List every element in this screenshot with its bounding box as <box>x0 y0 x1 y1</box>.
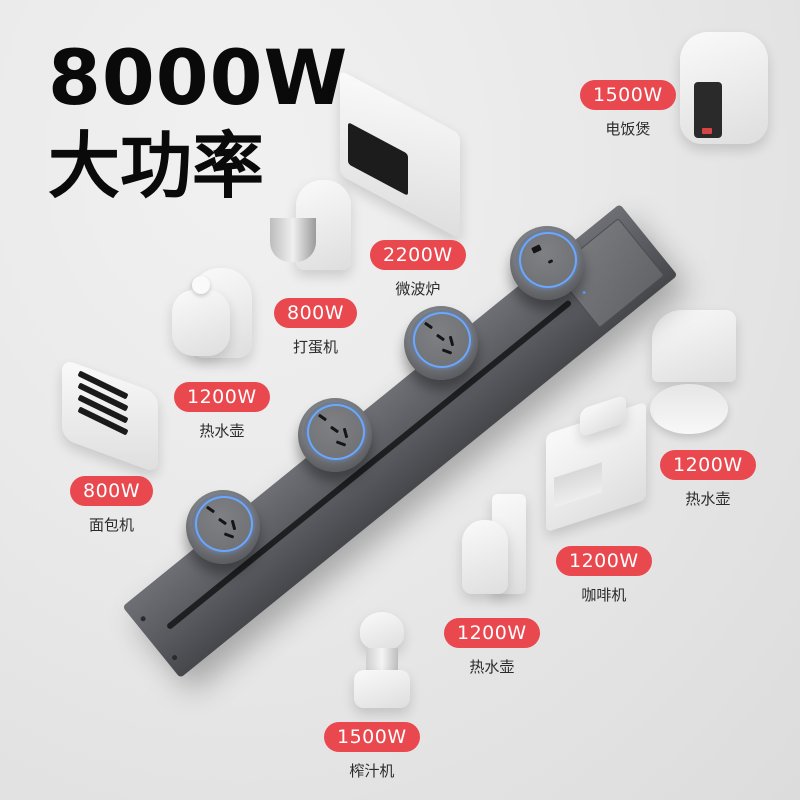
appliance-name: 榨汁机 <box>349 762 395 780</box>
outlet-socket-2[interactable] <box>298 398 372 472</box>
toaster-icon <box>58 358 168 474</box>
label-kettle: 1200W 热水壶 <box>174 382 270 441</box>
label-espresso-machine: 1200W 咖啡机 <box>556 546 652 605</box>
total-power: 8000W <box>48 33 349 122</box>
headline-subtitle: 大功率 <box>48 124 265 208</box>
led-ring-icon <box>307 404 365 460</box>
water-dispenser-icon <box>642 300 742 440</box>
drip-coffee-maker-icon <box>456 494 536 614</box>
microwave-icon <box>340 70 470 239</box>
wattage-badge: 1200W <box>444 618 540 648</box>
led-ring-icon <box>519 232 577 288</box>
wattage-badge: 1500W <box>580 80 676 110</box>
label-blender: 1500W 榨汁机 <box>324 722 420 781</box>
label-microwave: 2200W 微波炉 <box>370 240 466 299</box>
outlet-socket-1[interactable] <box>186 490 260 564</box>
appliance-name: 热水壶 <box>685 490 731 508</box>
kettle-icon <box>170 262 260 362</box>
wattage-badge: 2200W <box>370 240 466 270</box>
rice-cooker-icon <box>672 22 772 152</box>
led-ring-icon <box>413 312 471 368</box>
appliance-name: 热水壶 <box>199 422 245 440</box>
label-drip-coffee-maker: 1200W 热水壶 <box>444 618 540 677</box>
side-port-icon <box>171 654 179 662</box>
appliance-name: 面包机 <box>89 516 135 534</box>
led-ring-icon <box>195 496 253 552</box>
wattage-badge: 800W <box>274 298 358 328</box>
appliance-name: 咖啡机 <box>581 586 627 604</box>
wattage-badge: 1200W <box>556 546 652 576</box>
appliance-name: 微波炉 <box>395 280 441 298</box>
wattage-badge: 1200W <box>174 382 270 412</box>
outlet-socket-3[interactable] <box>404 306 478 380</box>
blender-icon <box>350 612 420 712</box>
label-stand-mixer: 800W 打蛋机 <box>274 298 358 357</box>
headline: 8000W 大功率 <box>48 33 349 208</box>
wattage-badge: 1200W <box>660 450 756 480</box>
stand-mixer-icon <box>266 180 356 280</box>
label-toaster: 800W 面包机 <box>70 476 154 535</box>
label-water-dispenser: 1200W 热水壶 <box>660 450 756 509</box>
label-rice-cooker: 1500W 电饭煲 <box>580 80 676 139</box>
indicator-led-icon <box>582 290 587 295</box>
espresso-machine-icon <box>540 394 660 533</box>
side-port-icon <box>139 615 147 623</box>
usb-socket[interactable] <box>510 226 584 300</box>
wattage-badge: 1500W <box>324 722 420 752</box>
appliance-name: 热水壶 <box>469 658 515 676</box>
wattage-badge: 800W <box>70 476 154 506</box>
appliance-name: 电饭煲 <box>605 120 651 138</box>
appliance-name: 打蛋机 <box>293 338 339 356</box>
